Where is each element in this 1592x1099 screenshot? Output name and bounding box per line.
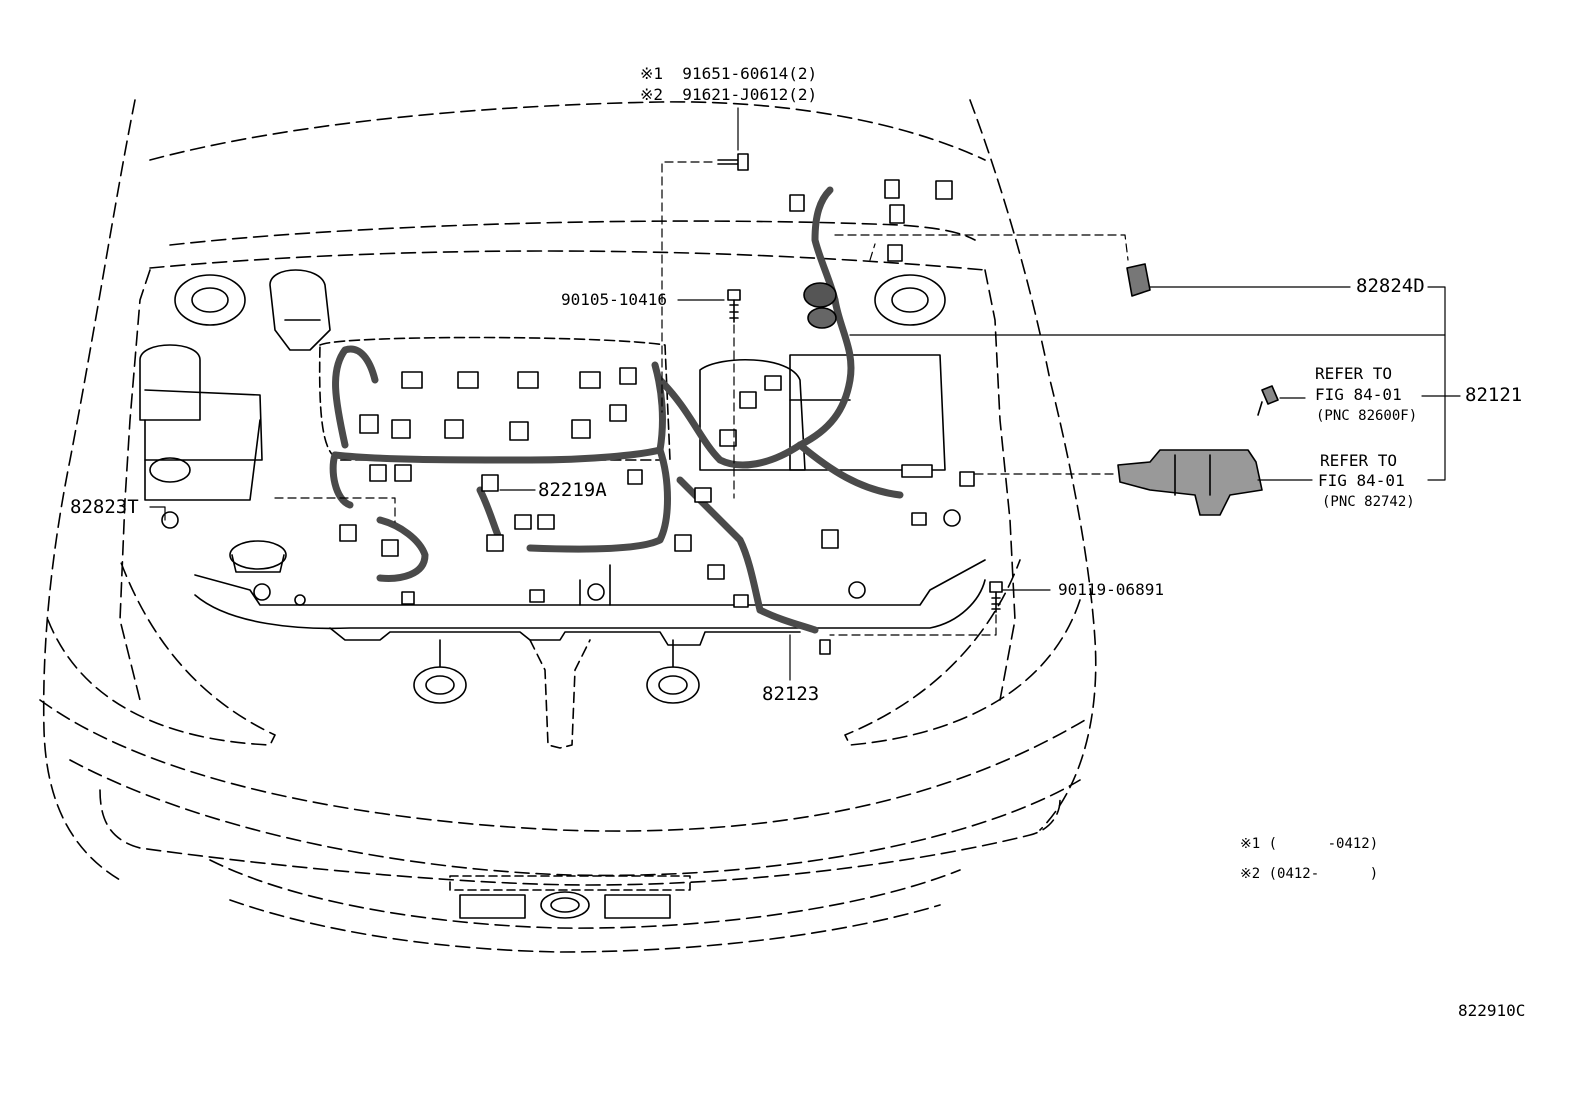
relay-block-82742-part [1117, 449, 1263, 516]
protector-82824D-part [1126, 263, 1151, 297]
bolt-1-part-number: ※1 91651-60614(2) [640, 64, 818, 83]
leader-lines [149, 107, 1461, 681]
sensor-82600F-part [1257, 385, 1279, 416]
reference-1-line-3: (PNC 82600F) [1316, 408, 1418, 424]
lower-harness-part-number: 82123 [762, 683, 820, 705]
reference-1-line-2: FIG 84-01 [1315, 385, 1402, 404]
wire-part-number: 82219A [538, 479, 607, 501]
reference-2-line-1: REFER TO [1320, 451, 1398, 470]
leader-lines-dashed [274, 161, 1129, 636]
vehicle-body-outline [39, 99, 1097, 953]
clamp-part-number: 82823T [70, 496, 139, 518]
bolt-icons [717, 153, 1003, 613]
harness-part-number: 82121 [1465, 384, 1523, 406]
engine-components [139, 269, 961, 606]
bolt-4-part-number: 90119-06891 [1058, 580, 1164, 599]
radiator-support [194, 559, 986, 749]
legend-note-2: ※2 (0412- ) [1240, 866, 1379, 882]
figure-code: 822910C [1458, 1001, 1526, 1020]
bolt-3-part-number: 90105-10416 [561, 290, 667, 309]
reference-2-line-3: (PNC 82742) [1322, 494, 1415, 510]
reference-1-line-1: REFER TO [1315, 364, 1393, 383]
protector-part-number: 82824D [1356, 275, 1425, 297]
wire-harness [329, 186, 904, 634]
reference-2-line-2: FIG 84-01 [1318, 471, 1405, 490]
harness-connectors [339, 179, 975, 655]
legend-note-1: ※1 ( -0412) [1240, 836, 1379, 852]
harness-grommet [803, 282, 837, 329]
bolt-2-part-number: ※2 91621-J0612(2) [640, 85, 818, 104]
front-grille [449, 875, 691, 919]
